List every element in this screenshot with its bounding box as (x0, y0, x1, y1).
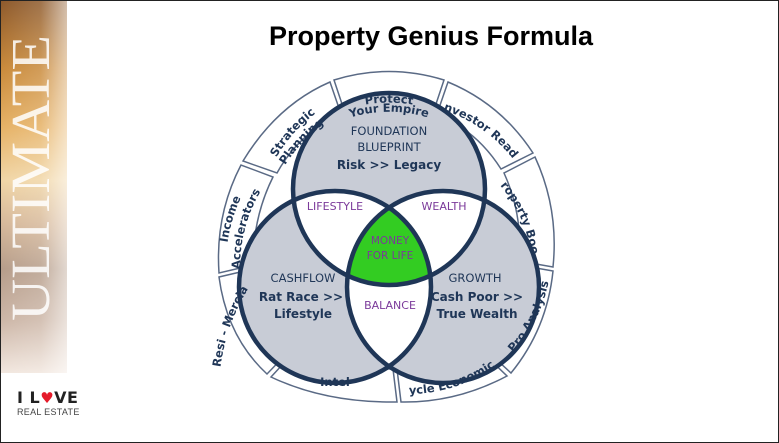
overlap-lifestyle: LIFESTYLE (307, 200, 363, 213)
sidebar-word-text: ULTIMATE (5, 35, 61, 321)
right-heading: GROWTH (449, 271, 502, 285)
left-subtitle-2: Lifestyle (274, 307, 332, 321)
sidebar-word-ultimate: ULTIMATE (5, 29, 67, 329)
venn-circles (236, 90, 542, 386)
overlap-wealth: WEALTH (422, 200, 467, 213)
page-title: Property Genius Formula (268, 21, 594, 51)
svg-text:Protect: Protect (364, 92, 415, 108)
ring-label-protect-1: Protect (364, 92, 415, 108)
center-overlap (347, 191, 431, 285)
top-heading-2: BLUEPRINT (357, 140, 421, 154)
svg-text:Your Empire: Your Empire (346, 101, 430, 121)
overlap-balance: BALANCE (364, 299, 416, 312)
center-for-life: FOR LIFE (367, 250, 414, 262)
top-subtitle: Risk >> Legacy (337, 158, 442, 172)
svg-text:Resi - Mercial: Resi - Mercial (1, 1, 251, 368)
logo-subtitle: REAL ESTATE (17, 407, 80, 417)
ring-label-intel: Intel (320, 375, 350, 389)
left-subtitle-1: Rat Race >> (259, 290, 343, 304)
logo-text-part1: I L (17, 388, 41, 407)
sidebar-banner: ULTIMATE (1, 1, 67, 442)
heart-icon: ♥ (40, 389, 55, 407)
ring-label-protect-2: Your Empire (346, 101, 430, 121)
right-subtitle-1: Cash Poor >> (431, 290, 523, 304)
ring-label-resi: Resi - Mercial (1, 1, 251, 368)
ring-segment-strategic (241, 80, 342, 174)
logo-text-part2: VE (54, 388, 79, 407)
right-subtitle-2: True Wealth (436, 307, 517, 321)
i-love-real-estate-logo: I L♥VE REAL ESTATE (17, 390, 87, 430)
left-heading: CASHFLOW (271, 271, 336, 285)
top-heading-1: FOUNDATION (351, 124, 427, 138)
center-money: MONEY (371, 235, 410, 247)
